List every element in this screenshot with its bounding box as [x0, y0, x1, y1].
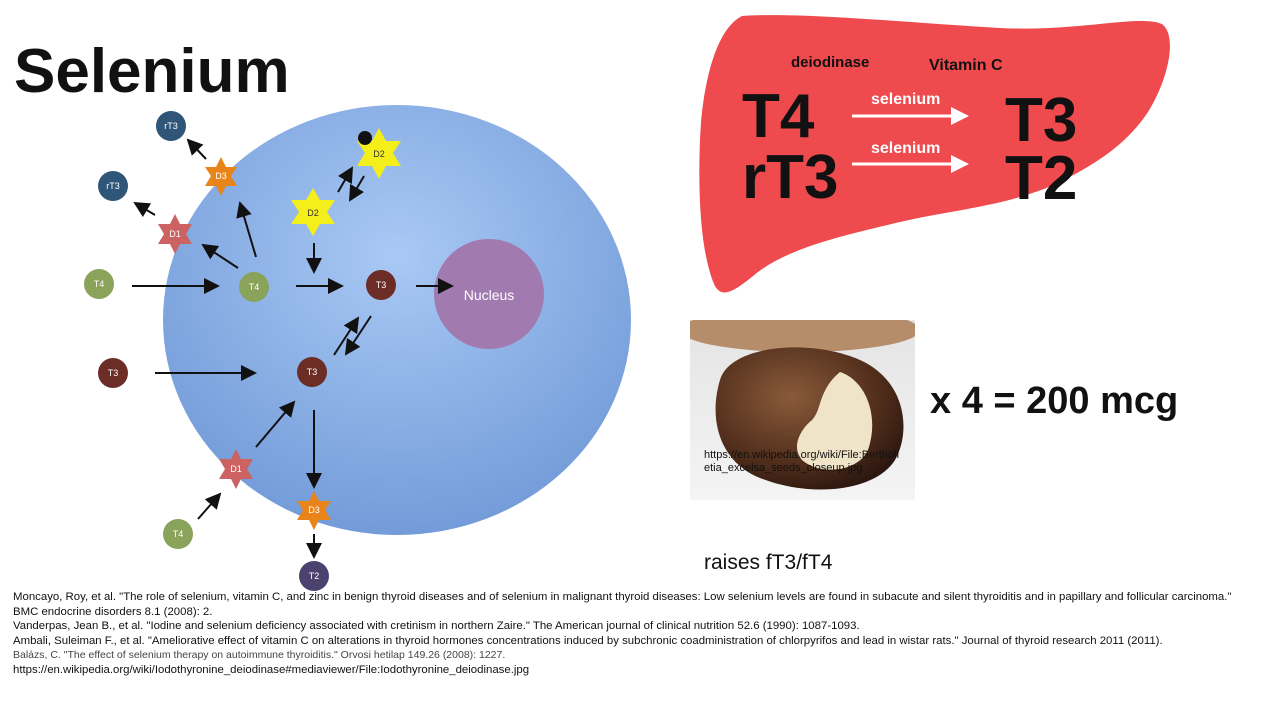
dose-text: x 4 = 200 mcg	[930, 380, 1179, 422]
d3-star-bottom	[297, 491, 331, 530]
reference-item: Balázs, C. "The effect of selenium thera…	[13, 649, 506, 661]
rt3-node-top	[156, 111, 186, 141]
liver-arrow-label-1: selenium	[871, 91, 940, 108]
reference-link: https://en.wikipedia.org/wiki/Iodothyron…	[13, 663, 530, 676]
t4-node-inner-label: T4	[249, 282, 260, 292]
t3-node-outer-label: T3	[108, 368, 119, 378]
selenium-dot	[358, 131, 372, 145]
cell-body	[163, 105, 631, 535]
d3-star-top	[205, 157, 237, 196]
liver-deiodinase-label: deiodinase	[791, 54, 869, 71]
page-title: Selenium	[14, 37, 290, 106]
d1-star-left	[158, 214, 192, 254]
liver-t3-label: T3	[1005, 86, 1077, 155]
t3-node-upper-label: T3	[376, 280, 387, 290]
liver-rt3-label: rT3	[742, 143, 838, 212]
liver-shape	[699, 15, 1170, 293]
liver-arrow-label-2: selenium	[871, 140, 940, 157]
d2-star-top	[357, 128, 401, 179]
t4-node-outer-label: T4	[94, 279, 105, 289]
t2-node-bottom-label: T2	[309, 571, 320, 581]
nucleus	[434, 239, 544, 349]
rt3-node-left	[98, 171, 128, 201]
d1-star-bottom-label: D1	[230, 464, 242, 474]
d3-star-top-label: D3	[215, 171, 227, 181]
t4-node-inner	[239, 272, 269, 302]
t2-node-bottom	[299, 561, 329, 591]
effect-note: raises fT3/fT4	[704, 551, 833, 574]
liver-t4-label: T4	[742, 82, 815, 151]
references: Moncayo, Roy, et al. "The role of seleni…	[13, 590, 1253, 677]
brazil-nut-photo: https://en.wikipedia.org/wiki/File:Berth…	[690, 320, 915, 500]
reference-item: Ambali, Suleiman F., et al. "Ameliorativ…	[13, 634, 1163, 647]
d2-star-top-label: D2	[373, 149, 385, 159]
d2-star-mid	[291, 188, 335, 236]
t4-node-bottom-label: T4	[173, 529, 184, 539]
liver-t2-label: T2	[1005, 144, 1077, 213]
photo-caption: https://en.wikipedia.org/wiki/File:Berth…	[704, 449, 900, 474]
t3-node-lower-label: T3	[307, 367, 318, 377]
rt3-node-left-label: rT3	[106, 181, 120, 191]
t3-node-lower	[297, 357, 327, 387]
background-nut	[690, 320, 915, 352]
t3-node-upper	[366, 270, 396, 300]
cell-arrows	[132, 138, 454, 559]
nut-kernel	[796, 372, 873, 470]
d3-star-bottom-label: D3	[308, 505, 320, 515]
d1-star-left-label: D1	[169, 229, 181, 239]
nucleus-label: Nucleus	[464, 287, 515, 303]
d2-star-mid-label: D2	[307, 208, 319, 218]
rt3-node-top-label: rT3	[164, 121, 178, 131]
t4-node-bottom	[163, 519, 193, 549]
t3-node-outer	[98, 358, 128, 388]
liver-vitamin-c-label: Vitamin C	[929, 57, 1003, 74]
brazil-nut-drawing	[690, 320, 915, 490]
liver-arrows	[852, 107, 969, 173]
reference-item: Moncayo, Roy, et al. "The role of seleni…	[13, 591, 1232, 618]
reference-item: Vanderpas, Jean B., et al. "Iodine and s…	[13, 620, 860, 632]
d1-star-bottom	[219, 449, 253, 489]
t4-node-outer	[84, 269, 114, 299]
